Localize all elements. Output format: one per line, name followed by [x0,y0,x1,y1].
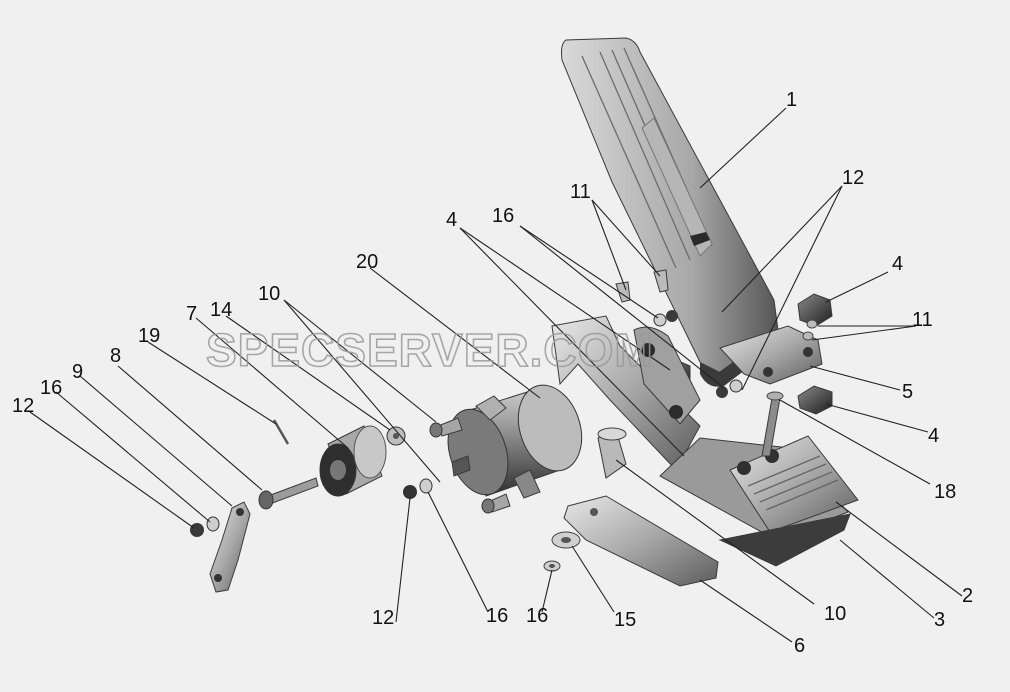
callout-16-top: 16 [492,205,514,227]
nut-12-top [666,310,678,322]
callout-4-left: 4 [446,209,457,231]
washer-16-mid [419,478,433,494]
cotter-pin-19 [272,419,290,445]
brake-valve-cylinder [447,384,583,499]
callout-labels: 1 2 3 4 4 4 5 6 7 8 9 10 10 11 11 12 12 … [12,89,973,657]
callout-7: 7 [186,303,197,325]
callout-19: 19 [138,325,160,347]
callout-11-right: 11 [912,309,933,331]
callout-5: 5 [902,381,913,403]
bolt-10-small-lower [481,493,511,514]
watermark: SPECSERVER.COM [206,324,654,376]
hinge-bracket [719,325,823,385]
callout-4-right-lower: 4 [928,425,939,447]
nut-12-lower [716,379,743,398]
shaft-8 [258,477,319,510]
callout-2: 2 [962,585,973,607]
roller-7 [319,425,387,497]
screw-11-b [653,269,669,293]
bolt-10-small-upper [429,417,463,438]
floor-pad [718,435,859,567]
callout-8: 8 [110,345,121,367]
washer-16-lower [543,560,561,572]
callout-20: 20 [356,251,378,273]
washer-12-mid [403,485,417,499]
callout-12-top: 12 [842,167,864,189]
plate-6 [563,495,719,587]
callout-4-right-upper: 4 [892,253,903,275]
bolt-10-large [597,427,627,479]
washer-16-top [653,313,667,327]
callout-16-bottom: 16 [526,605,548,627]
callout-18: 18 [934,481,956,503]
rubber-pad-upper [797,293,833,327]
callout-16-bottom-mid: 16 [486,605,508,627]
washer-16-left [206,516,220,532]
callout-14: 14 [210,299,232,321]
callout-3: 3 [934,609,945,631]
callout-16-left: 16 [40,377,62,399]
washer-14 [386,426,406,446]
callout-9: 9 [72,361,83,383]
small-pins-11 [802,319,818,341]
nut-12-left [190,523,204,537]
callout-12-left: 12 [12,395,34,417]
rubber-pad-lower [797,385,833,415]
callout-12-bottom: 12 [372,607,394,629]
callout-15: 15 [614,609,636,631]
washer-15 [551,531,581,549]
callout-10-lower: 10 [824,603,846,625]
callout-1: 1 [786,89,797,111]
callout-10-upper: 10 [258,283,280,305]
leader-lines [29,107,963,643]
lever-9 [209,501,251,593]
callout-6: 6 [794,635,805,657]
callout-11-upper: 11 [570,181,591,203]
bolt-18 [761,391,784,457]
